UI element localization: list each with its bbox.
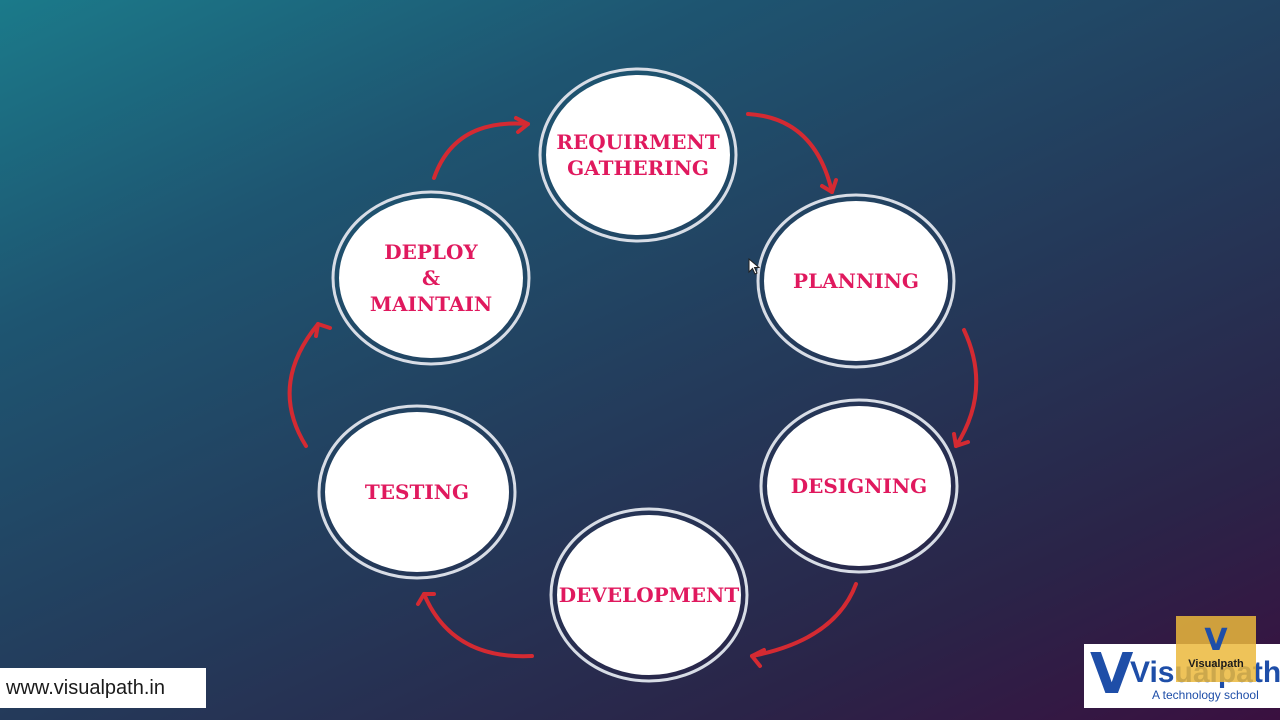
badge-text: Visualpath xyxy=(1188,658,1244,670)
node-circle xyxy=(767,406,951,566)
node-circle xyxy=(339,198,523,358)
arrow-development-to-testing xyxy=(422,592,534,659)
node-circle xyxy=(546,75,730,235)
node-label: PLANNING xyxy=(793,269,919,293)
arrow-requirement-gathering-to-planning xyxy=(746,112,834,194)
node-label: DESIGNING xyxy=(791,474,927,498)
node-label: GATHERING xyxy=(567,156,709,180)
arrow-testing-to-deploy-maintain xyxy=(287,322,320,448)
node-planning: PLANNING xyxy=(756,193,956,369)
logo-mark: V xyxy=(1090,642,1134,707)
node-outer-ring xyxy=(317,404,517,580)
badge-mark: V xyxy=(1204,623,1228,658)
website-url[interactable]: www.visualpath.in xyxy=(0,668,206,708)
node-testing: TESTING xyxy=(317,404,517,580)
node-outer-ring xyxy=(331,190,531,366)
node-outer-ring xyxy=(756,193,956,369)
node-circle xyxy=(764,201,948,361)
node-label: TESTING xyxy=(365,480,469,504)
arrowhead-development xyxy=(750,648,766,668)
visualpath-badge: V Visualpath xyxy=(1176,616,1256,682)
mouse-pointer-icon xyxy=(748,257,761,280)
website-url-text[interactable]: www.visualpath.in xyxy=(6,676,165,699)
arrowhead-designing xyxy=(952,432,970,448)
arrowhead-testing xyxy=(416,592,436,606)
arrowhead-planning xyxy=(820,178,838,194)
node-label: & xyxy=(422,266,440,290)
node-label: REQUIRMENT xyxy=(556,130,719,154)
node-circle xyxy=(325,412,509,572)
arrowhead-requirement-gathering xyxy=(514,116,530,134)
node-outer-ring xyxy=(549,507,749,683)
node-outer-ring xyxy=(759,398,959,574)
arrow-designing-to-development xyxy=(750,582,858,658)
node-development: DEVELOPMENT xyxy=(549,507,749,683)
arrowhead-deploy-maintain xyxy=(314,322,332,338)
node-label: DEVELOPMENT xyxy=(559,583,740,607)
arrow-planning-to-designing xyxy=(954,328,979,448)
node-outer-ring xyxy=(538,67,738,243)
node-designing: DESIGNING xyxy=(759,398,959,574)
node-circle xyxy=(557,515,741,675)
node-label: DEPLOY xyxy=(384,240,478,264)
node-deploy-maintain: DEPLOY&MAINTAIN xyxy=(331,190,531,366)
arrow-deploy-maintain-to-requirement-gathering xyxy=(432,121,530,180)
logo-tagline: A technology school xyxy=(1152,688,1259,702)
node-label: MAINTAIN xyxy=(370,292,492,316)
